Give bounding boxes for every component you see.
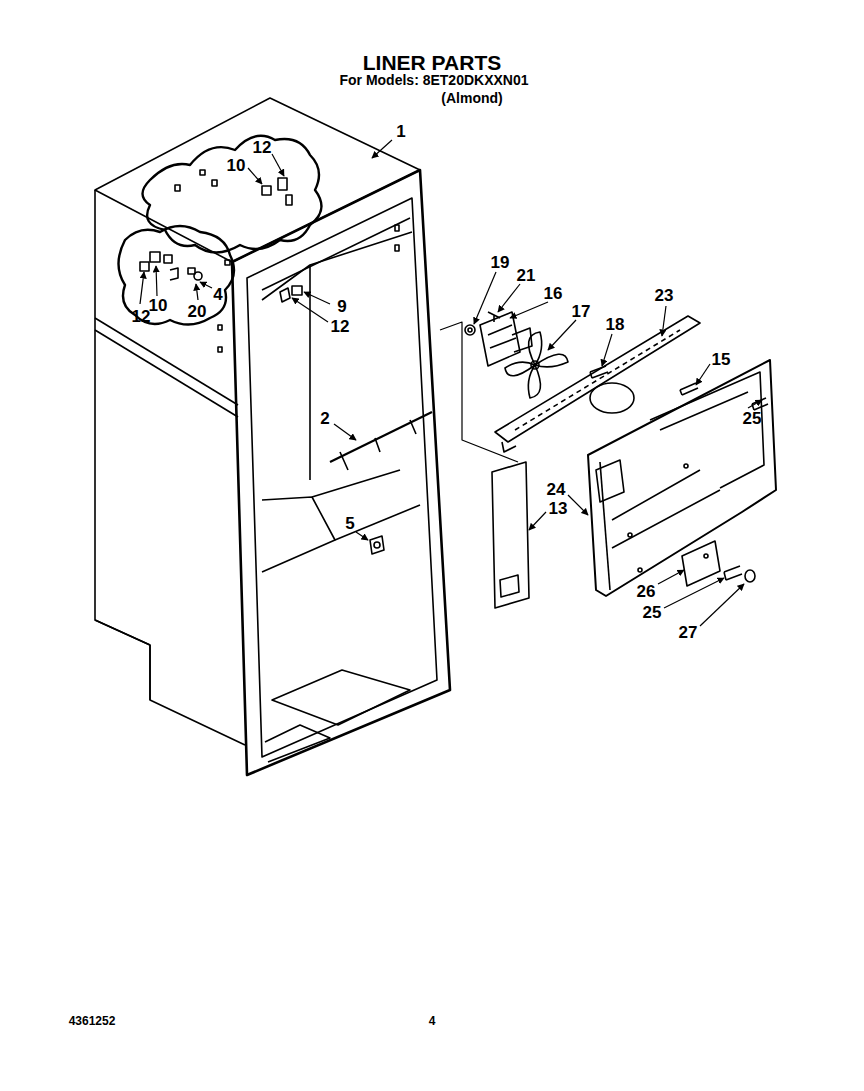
callout-number: 24: [546, 481, 567, 498]
callout-number: 20: [187, 303, 208, 320]
callout-number: 19: [490, 254, 511, 271]
callout-number: 16: [543, 285, 564, 302]
callout-number: 25: [742, 410, 763, 427]
cover-plate: [682, 541, 755, 586]
fan-assembly: [465, 312, 608, 398]
air-panel: [492, 462, 529, 608]
evaporator-cover: [588, 360, 776, 596]
callout-number: 12: [330, 318, 351, 335]
diagram-title: LINER PARTS: [363, 52, 501, 73]
callout-number: 5: [344, 515, 355, 532]
callout-number: 10: [226, 157, 247, 174]
callout-number: 21: [516, 267, 537, 284]
callout-number: 15: [711, 351, 732, 368]
color-note: (Almond): [440, 91, 503, 105]
callout-number: 1: [395, 123, 406, 140]
screw: [680, 383, 698, 395]
callout-number: 9: [336, 298, 347, 315]
leader-lines: [140, 140, 762, 626]
callout-number: 2: [319, 410, 330, 427]
liner-cabinet: [95, 98, 450, 775]
callout-number: 25: [642, 604, 663, 621]
model-number: For Models: 8ET20DKXXN01: [338, 73, 529, 87]
callout-number: 12: [252, 139, 273, 156]
callout-number: 17: [571, 303, 592, 320]
callout-number: 10: [148, 297, 169, 314]
callout-number: 26: [636, 583, 657, 600]
callout-number: 27: [678, 624, 699, 641]
callout-number: 13: [548, 500, 569, 517]
callout-number: 4: [212, 286, 223, 303]
callout-number: 23: [654, 287, 675, 304]
callout-number: 18: [605, 316, 626, 333]
page-number: 4: [428, 1015, 437, 1027]
drawing-number: 4361252: [68, 1015, 117, 1027]
callout-number: 12: [131, 308, 152, 325]
fan-duct: [495, 316, 700, 452]
